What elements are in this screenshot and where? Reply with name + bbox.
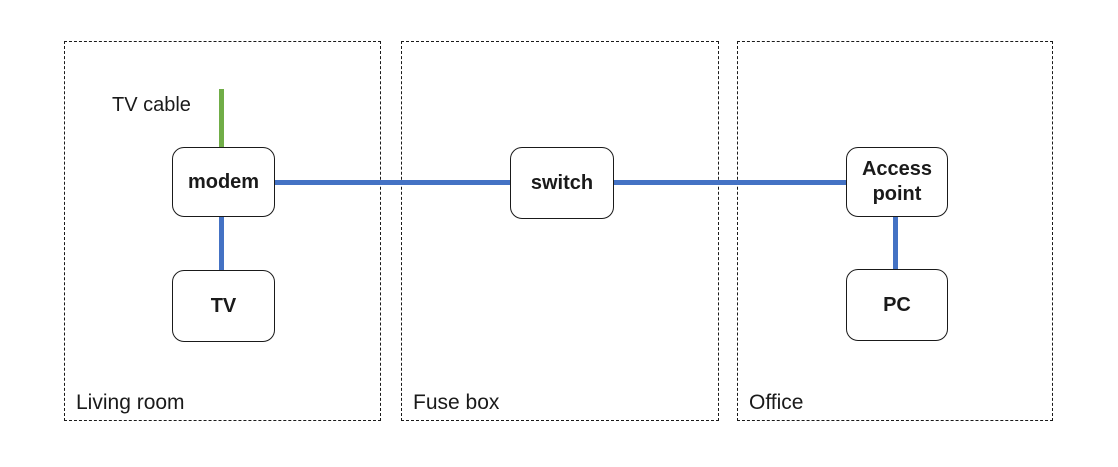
region-living-room: Living room (64, 41, 381, 421)
cable-modem-switch (274, 180, 511, 185)
node-tv: TV (172, 270, 275, 342)
cable-switch-access-point (613, 180, 847, 185)
node-label-access-point: Access point (861, 158, 933, 205)
node-access-point: Access point (846, 147, 948, 217)
node-pc: PC (846, 269, 948, 341)
region-label-office: Office (749, 390, 804, 414)
node-label-pc: PC (883, 293, 911, 316)
region-office: Office (737, 41, 1053, 421)
region-label-fuse-box: Fuse box (413, 390, 500, 414)
cable-access-point-pc (893, 215, 898, 271)
region-label-living-room: Living room (76, 390, 185, 414)
node-label-tv: TV (210, 294, 237, 317)
node-label-modem: modem (187, 170, 260, 193)
region-fuse-box: Fuse box (401, 41, 719, 421)
node-label-switch: switch (530, 171, 594, 194)
cable-modem-tv (219, 215, 224, 272)
tv-cable-label: TV cable (112, 94, 191, 116)
node-switch: switch (510, 147, 614, 219)
tv-cable-line (219, 89, 224, 149)
node-modem: modem (172, 147, 275, 217)
